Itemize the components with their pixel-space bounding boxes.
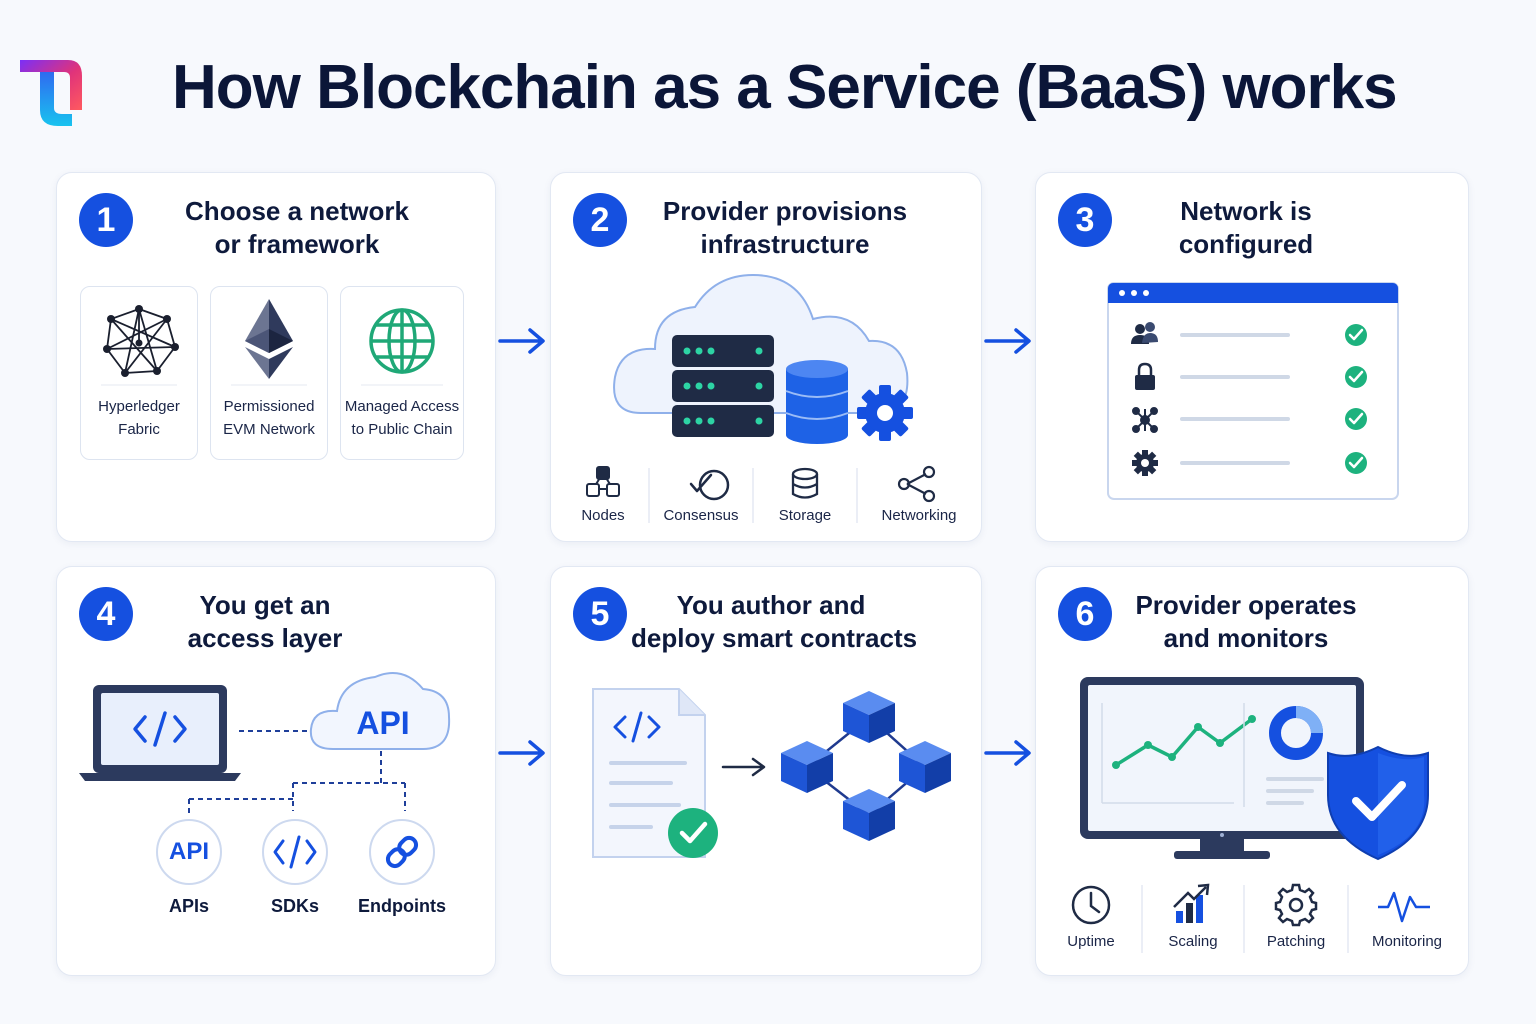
database-icon bbox=[785, 360, 849, 444]
item-label-nodes: Nodes bbox=[581, 507, 625, 524]
block-cube bbox=[899, 741, 951, 793]
monitoring-illustration bbox=[1071, 677, 1430, 953]
donut-chart-icon bbox=[1266, 706, 1324, 805]
ethereum-icon bbox=[231, 299, 307, 386]
storage-icon bbox=[791, 467, 819, 499]
monitor-icon bbox=[1080, 677, 1364, 859]
gear-icon bbox=[1132, 450, 1158, 476]
line-chart-icon bbox=[1101, 703, 1256, 807]
api-cloud-label: API bbox=[356, 705, 410, 741]
item-label-monitoring: Monitoring bbox=[1371, 933, 1443, 950]
check-icon bbox=[1345, 408, 1367, 430]
check-icon bbox=[1345, 366, 1367, 388]
infrastructure-illustration bbox=[586, 273, 936, 523]
page-title: How Blockchain as a Service (BaaS) works bbox=[172, 53, 1398, 122]
gear-icon bbox=[1274, 883, 1318, 927]
nodes-icon bbox=[586, 466, 620, 497]
clock-icon bbox=[1071, 885, 1111, 925]
blockchain-icon bbox=[781, 691, 951, 841]
item-label-sdks: SDKs bbox=[270, 896, 319, 916]
block-cube bbox=[843, 789, 895, 841]
api-icon bbox=[156, 819, 222, 885]
block-cube bbox=[843, 691, 895, 743]
shield-check-icon bbox=[1327, 745, 1429, 861]
cloud-icon bbox=[309, 672, 451, 750]
laptop-icon bbox=[79, 685, 241, 781]
arrow-right-icon bbox=[498, 740, 545, 766]
arrow-right-icon bbox=[721, 757, 766, 777]
access-layer-illustration bbox=[79, 672, 451, 885]
item-label-patching: Patching bbox=[1266, 933, 1326, 950]
scaling-icon bbox=[1173, 883, 1210, 923]
check-icon bbox=[668, 808, 718, 858]
arrow-right-icon bbox=[498, 328, 545, 354]
consensus-icon bbox=[689, 469, 730, 501]
item-label-consensus: Consensus bbox=[663, 507, 739, 524]
pulse-icon bbox=[1378, 891, 1430, 923]
item-label-endpoints: Endpoints bbox=[358, 896, 446, 916]
step-number-badge: 6 bbox=[1058, 587, 1112, 641]
step-number-badge: 4 bbox=[79, 587, 133, 641]
hyperledger-network-icon bbox=[101, 305, 179, 386]
lock-icon bbox=[1135, 362, 1155, 390]
item-label-apis: APIs bbox=[168, 896, 210, 916]
t-logo-icon bbox=[20, 60, 82, 126]
globe-icon bbox=[361, 308, 443, 386]
check-icon bbox=[1345, 324, 1367, 346]
item-label-storage: Storage bbox=[778, 507, 832, 524]
arrow-right-icon bbox=[984, 328, 1031, 354]
networking-icon bbox=[897, 465, 936, 503]
network-icon bbox=[1132, 407, 1158, 433]
item-label-scaling: Scaling bbox=[1168, 933, 1218, 950]
config-window-illustration bbox=[1107, 282, 1399, 500]
api-icon-text: API bbox=[168, 838, 209, 865]
smart-contract-illustration bbox=[592, 688, 951, 858]
check-icon bbox=[1345, 452, 1367, 474]
step-number-badge: 3 bbox=[1058, 193, 1112, 247]
block-cube bbox=[781, 741, 833, 793]
item-label-networking: Networking bbox=[881, 507, 957, 524]
gear-icon bbox=[857, 385, 913, 441]
users-icon bbox=[1131, 322, 1158, 344]
step-number-badge: 2 bbox=[573, 193, 627, 247]
step-number-badge: 5 bbox=[573, 587, 627, 641]
arrow-right-icon bbox=[984, 740, 1031, 766]
step-number-badge: 1 bbox=[79, 193, 133, 247]
server-icon bbox=[672, 335, 774, 437]
item-label-uptime: Uptime bbox=[1067, 933, 1115, 950]
